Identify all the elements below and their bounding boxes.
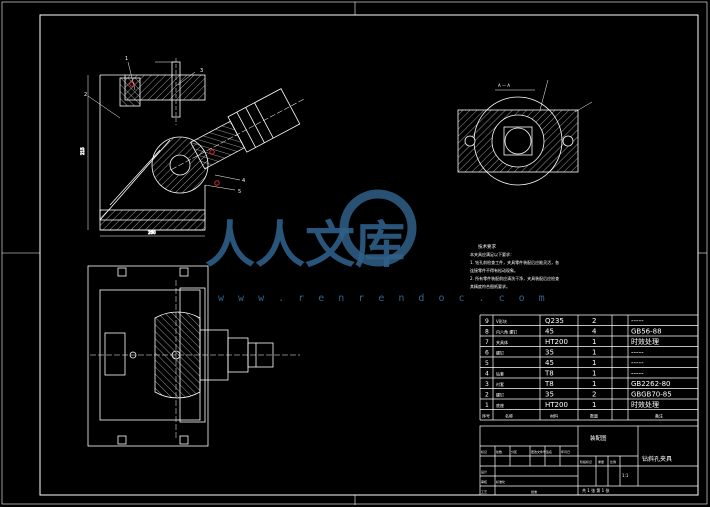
bom-material: Q235 <box>545 317 564 325</box>
bom-remark: 时效处理 <box>631 400 659 409</box>
title-block-label: 工艺 <box>481 489 487 494</box>
red-mark-1 <box>129 81 135 87</box>
bom-no: 2 <box>485 392 489 399</box>
bom-material: 35 <box>545 349 554 357</box>
title-block-labels: 标记 处数 分区 更改文件号签名 年月日设计审核工艺 标准化批准 阶段标记 重量 比例 <box>481 449 616 494</box>
bom-qty: 2 <box>592 317 596 325</box>
title-block-label: 设计 <box>481 469 487 474</box>
bom-remark: ----- <box>631 349 644 357</box>
bom-header-qty: 数量 <box>590 413 598 419</box>
bom-no: 8 <box>485 329 489 336</box>
sheet-count: 共 1 张 第 1 张 <box>582 487 609 493</box>
title-block-label: 标准化 <box>496 479 505 484</box>
bom-no: 1 <box>485 402 489 409</box>
title-block-label: 处数 <box>496 449 502 454</box>
bom-name: 内六角 螺钉 <box>496 329 517 335</box>
title-block-label: 批准 <box>531 489 537 494</box>
tech-notes-line5: 其精度符合图纸要求。 <box>470 283 510 289</box>
part-no-3: 3 <box>200 68 203 74</box>
bom-qty: 1 <box>592 349 596 357</box>
title-block-label: 年月日 <box>561 449 570 454</box>
title-block-label: 更改文件号 <box>531 449 546 454</box>
bom-remark: 时效处理 <box>631 337 659 346</box>
bom-name: 钻套 <box>496 371 504 377</box>
title-block-label: 重量 <box>598 459 604 464</box>
bom-header-material: 材料 <box>550 413 558 419</box>
bom-material: 45 <box>545 359 554 367</box>
tech-notes: 技术要求 本夹具应满足以下要求： 1. 钻孔前检查工件，夹具零件装配后应能灵活，… <box>470 243 559 289</box>
bom-qty: 1 <box>592 401 596 409</box>
bom-qty: 4 <box>592 328 597 336</box>
tech-notes-line1: 本夹具应满足以下要求： <box>470 251 514 257</box>
tech-notes-line3: 连接零件不得有松动现象。 <box>470 267 518 273</box>
bom-material: 45 <box>545 328 554 336</box>
bom-remark: ----- <box>631 317 644 325</box>
bom-name: 衬套 <box>496 381 504 387</box>
red-mark-2 <box>209 149 215 155</box>
part-no-5: 5 <box>238 189 241 195</box>
title-block-label: 比例 <box>610 459 616 464</box>
tech-notes-line4: 2. 所有零件装配前应清洗干净，夹具装配后应检查 <box>470 275 559 281</box>
inner-frame <box>39 14 699 496</box>
bom-name: 螺钉 <box>496 392 504 398</box>
title-block-label: 标记 <box>481 449 487 454</box>
dim-width: 260 <box>148 230 156 235</box>
front-view: 215 260 <box>80 58 304 237</box>
bom-material: T8 <box>544 370 554 378</box>
bom-no: 4 <box>485 371 489 378</box>
section-label: A — A <box>498 83 510 88</box>
bom-material: 35 <box>545 391 554 399</box>
bom-remark: ----- <box>631 370 644 378</box>
scale: 1:1 <box>622 473 629 478</box>
title-block-label: 阶段标记 <box>580 459 592 464</box>
watermark-logo <box>339 189 417 267</box>
bom-name: V形块 <box>496 318 507 324</box>
bom-header-no: 序号 <box>482 413 490 419</box>
bom-name: 底座 <box>496 402 504 408</box>
bom-name: 夹具体 <box>496 339 508 345</box>
watermark-url: w w w . r e n r e n d o c . c o m <box>218 293 549 304</box>
bom-no: 5 <box>485 360 489 367</box>
watermark: 人人文库 w w w . r e n r e n d o c . c o m <box>205 189 549 304</box>
bom-header-remark: 备注 <box>655 413 663 419</box>
bom-remark: GBGB70-85 <box>631 391 672 399</box>
part-no-4: 4 <box>242 178 245 184</box>
bom-qty: 1 <box>592 370 596 378</box>
bom-qty: 2 <box>592 391 596 399</box>
top-view <box>87 265 300 447</box>
tech-notes-line2: 1. 钻孔前检查工件，夹具零件装配后应能灵活，各 <box>470 259 559 265</box>
drawing-name: 装配图 <box>590 434 607 442</box>
title-block-label: 审核 <box>481 479 487 484</box>
bom-no: 6 <box>485 350 489 357</box>
bom-no: 3 <box>485 381 489 388</box>
bom-qty: 1 <box>592 338 596 346</box>
watermark-text: 人人文库 <box>205 215 405 274</box>
bom-no: 7 <box>485 339 489 346</box>
bom-remark: ----- <box>631 359 644 367</box>
bom-header-name: 名称 <box>505 413 513 419</box>
title-block-label: 分区 <box>511 449 517 454</box>
section-view <box>457 79 593 186</box>
dim-height: 215 <box>80 147 85 155</box>
bom-material: T8 <box>544 380 554 388</box>
part-name: 钻斜孔夹具 <box>642 455 672 463</box>
bom-remark: GB2262-80 <box>631 380 670 388</box>
bom-material: HT200 <box>545 401 568 409</box>
bom-remark: GB56-88 <box>631 328 662 336</box>
part-no-2: 2 <box>84 92 87 98</box>
title-block <box>479 425 699 496</box>
tech-notes-title: 技术要求 <box>478 243 496 250</box>
title-block-label: 签名 <box>546 449 552 454</box>
bom-no: 9 <box>485 318 489 325</box>
bom-qty: 1 <box>592 380 596 388</box>
bom-material: HT200 <box>545 338 568 346</box>
bom-qty: 1 <box>592 359 596 367</box>
bom-name: 螺钉 <box>496 350 504 356</box>
red-mark-3 <box>214 180 220 186</box>
part-no-1: 1 <box>125 56 128 62</box>
